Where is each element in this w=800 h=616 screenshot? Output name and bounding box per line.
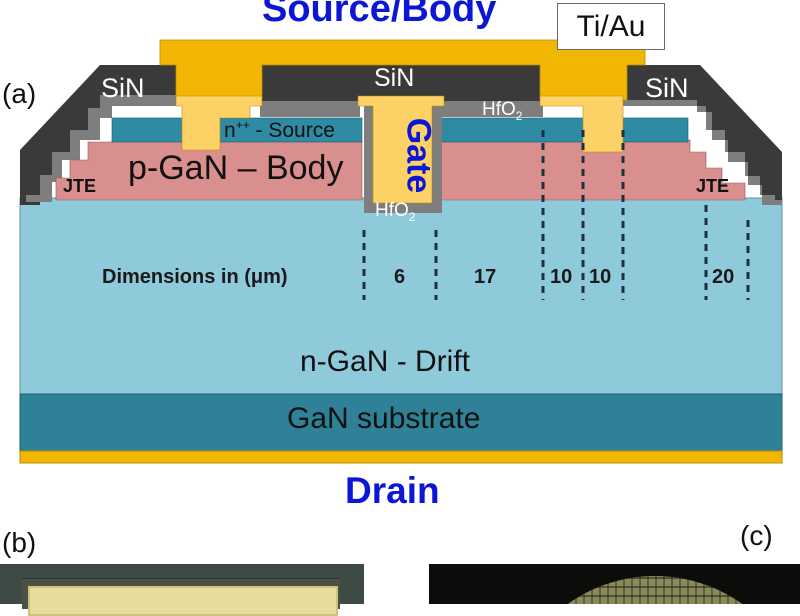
source-body-terminal-label: Source/Body <box>262 0 497 30</box>
micrograph-contact-pad <box>28 586 338 616</box>
jte-left-label: JTE <box>63 176 97 196</box>
dimension-value-source: 10 <box>550 266 573 288</box>
hfo2-top-text: HfO <box>482 99 516 120</box>
drift-layer-label: n-GaN - Drift <box>300 345 471 378</box>
sin-center-block <box>340 65 540 101</box>
sin-right-label: SiN <box>645 73 689 103</box>
dimensions-caption: Dimensions in (μm) <box>102 266 288 288</box>
panel-a-label: (a) <box>2 78 37 109</box>
gate-metal <box>357 95 445 204</box>
hfo2-bottom-subscript: 2 <box>408 209 416 224</box>
p-gan-body-left <box>55 139 363 201</box>
n-plus-superscript: ++ <box>235 118 250 132</box>
wafer-photo <box>429 564 800 604</box>
sin-center-label: SiN <box>374 64 415 92</box>
source-contact-left <box>175 95 263 151</box>
sin-left-passivation <box>20 65 176 205</box>
n-plus-source-right <box>439 117 689 143</box>
dimension-value-jte: 20 <box>712 266 735 288</box>
ti-au-metal-label: Ti/Au <box>557 3 665 50</box>
hfo2-bottom-text: HfO <box>375 200 409 221</box>
gate-terminal-label: Gate <box>399 117 438 194</box>
hfo2-top-label: HfO2 <box>482 99 522 123</box>
hfo2-top-subscript: 2 <box>515 108 523 123</box>
drain-terminal-label: Drain <box>345 470 440 511</box>
drain-metal-layer <box>19 450 783 464</box>
device-cross-section <box>19 39 783 464</box>
p-gan-body-right <box>439 139 746 201</box>
n-plus-prefix: n <box>224 119 236 142</box>
hfo2-top-strip-left <box>260 101 360 117</box>
n-plus-source-label: n++ - Source <box>224 118 335 143</box>
panel-c-label: (c) <box>740 520 773 551</box>
dimension-guide-lines <box>362 130 750 300</box>
n-plus-source-left <box>111 117 363 143</box>
sin-left-label: SiN <box>101 73 145 103</box>
gan-substrate-layer <box>19 393 783 452</box>
n-plus-suffix: - Source <box>249 119 335 142</box>
substrate-layer-label: GaN substrate <box>287 402 481 435</box>
n-gan-drift-layer <box>19 197 783 395</box>
dimension-value-body: 17 <box>474 266 497 288</box>
device-micrograph <box>0 564 364 616</box>
dimension-value-gate: 6 <box>394 266 406 288</box>
hfo2-top-strip <box>440 101 543 117</box>
dimension-value-contact: 10 <box>589 266 612 288</box>
jte-right-label: JTE <box>696 176 730 196</box>
hfo2-left-liner <box>26 95 176 202</box>
panel-b-label: (b) <box>2 527 37 558</box>
hfo2-bottom-label: HfO2 <box>375 200 415 224</box>
p-gan-body-label: p-GaN – Body <box>128 149 344 187</box>
